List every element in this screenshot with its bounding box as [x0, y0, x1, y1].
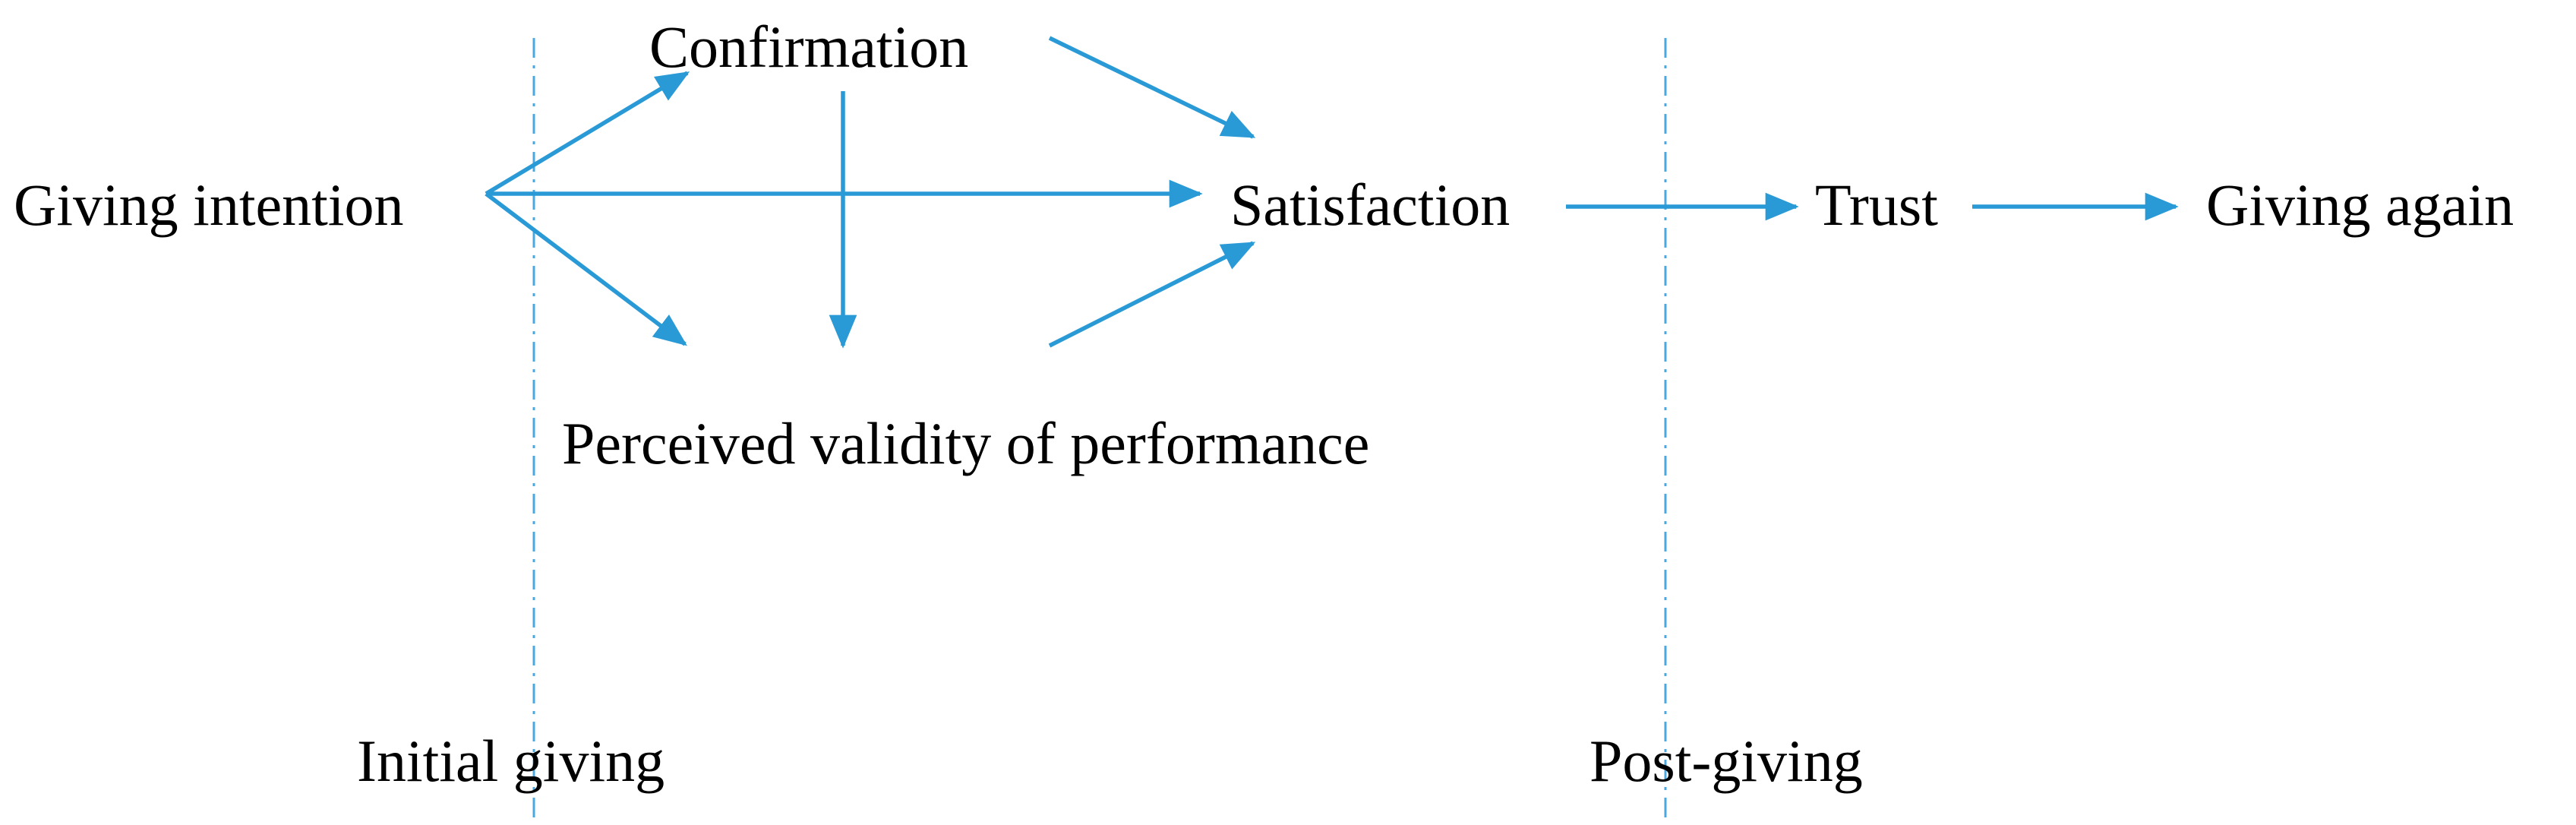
- phase-post-giving: Post-giving: [1589, 728, 1863, 794]
- nodes: Giving intention Confirmation Satisfacti…: [14, 14, 2514, 476]
- phase-initial-giving: Initial giving: [357, 728, 665, 794]
- node-confirmation: Confirmation: [649, 14, 968, 80]
- edges: [485, 36, 2179, 349]
- edge-intention-to-confirmation: [485, 71, 690, 196]
- edge-perceived-validity-to-satisfaction: [1048, 241, 1256, 348]
- edge-confirmation-to-satisfaction: [1048, 36, 1256, 139]
- node-satisfaction: Satisfaction: [1230, 172, 1510, 238]
- edge-intention-to-perceived-validity: [485, 191, 687, 346]
- node-trust: Trust: [1815, 172, 1938, 238]
- node-perceived-validity: Perceived validity of performance: [562, 410, 1369, 476]
- node-giving-intention: Giving intention: [14, 172, 403, 238]
- phases: Initial giving Post-giving: [357, 728, 1863, 794]
- node-giving-again: Giving again: [2206, 172, 2514, 238]
